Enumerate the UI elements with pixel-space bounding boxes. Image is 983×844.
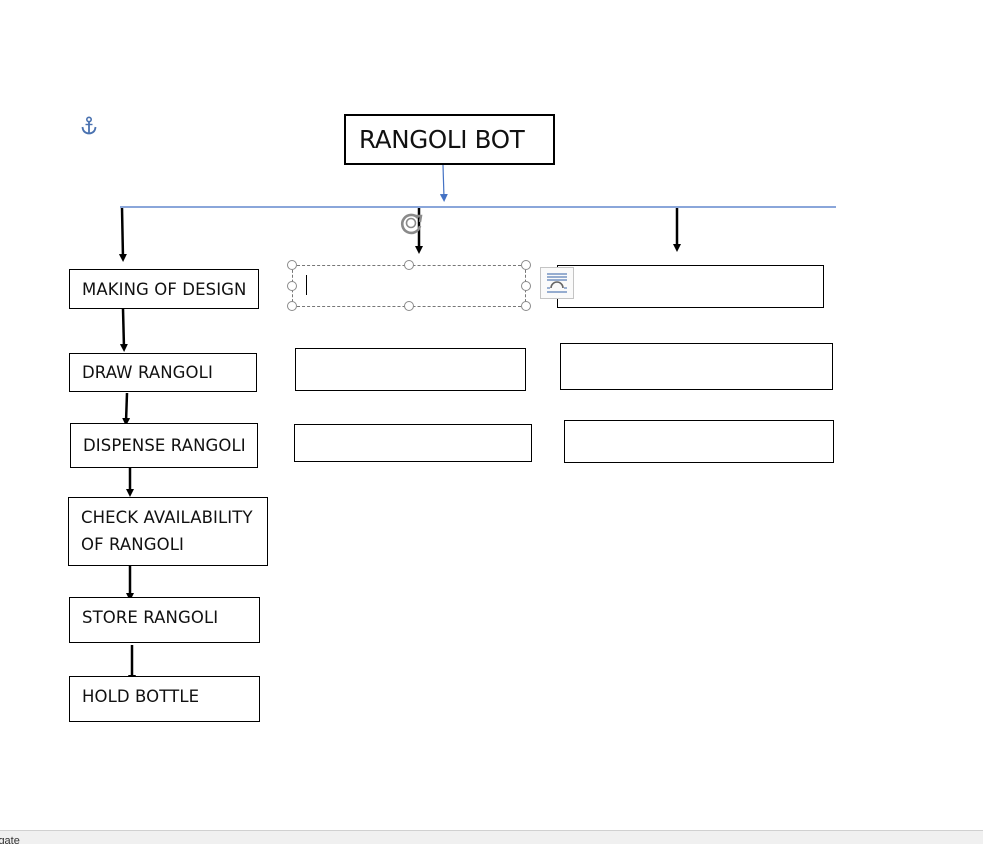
resize-handle-middle-right[interactable] <box>521 281 531 291</box>
chain-arrow-2 <box>122 392 131 426</box>
diagram-title-box[interactable]: RANGOLI BOT <box>344 114 555 165</box>
anchor-icon[interactable] <box>80 116 98 136</box>
step-label: MAKING OF DESIGN <box>82 279 247 299</box>
empty-box-right-2[interactable] <box>560 343 833 390</box>
empty-box-right-3[interactable] <box>564 420 834 463</box>
step-label: STORE RANGOLI <box>82 607 219 627</box>
status-text: igate <box>0 835 20 844</box>
title-arrow <box>439 164 448 202</box>
chain-arrow-1 <box>119 308 128 352</box>
resize-handle-bottom-middle[interactable] <box>404 301 414 311</box>
step-check-availability[interactable]: CHECK AVAILABILITY OF RANGOLI <box>68 497 268 566</box>
step-label: DISPENSE RANGOLI <box>83 436 246 455</box>
resize-handle-middle-left[interactable] <box>287 281 297 291</box>
layout-options-icon[interactable] <box>540 267 574 299</box>
empty-box-middle-3[interactable] <box>294 424 532 462</box>
resize-handle-top-middle[interactable] <box>404 260 414 270</box>
resize-handle-bottom-right[interactable] <box>521 301 531 311</box>
step-dispense-rangoli[interactable]: DISPENSE RANGOLI <box>70 423 258 468</box>
branch-arrow-left <box>118 207 127 262</box>
step-label: DRAW RANGOLI <box>82 363 213 382</box>
rotate-handle-icon[interactable] <box>396 210 428 238</box>
step-store-rangoli[interactable]: STORE RANGOLI <box>69 597 260 643</box>
text-cursor <box>306 275 307 295</box>
step-hold-bottle[interactable]: HOLD BOTTLE <box>69 676 260 722</box>
diagram-title: RANGOLI BOT <box>359 125 525 154</box>
resize-handle-top-right[interactable] <box>521 260 531 270</box>
step-label-line-2: OF RANGOLI <box>81 535 184 554</box>
step-label: HOLD BOTTLE <box>82 686 200 706</box>
step-label-line-1: CHECK AVAILABILITY <box>81 508 253 527</box>
empty-box-middle-2[interactable] <box>295 348 526 391</box>
resize-handle-bottom-left[interactable] <box>287 301 297 311</box>
resize-handle-top-left[interactable] <box>287 260 297 270</box>
step-making-of-design[interactable]: MAKING OF DESIGN <box>69 269 259 309</box>
step-draw-rangoli[interactable]: DRAW RANGOLI <box>69 353 257 392</box>
status-bar: igate <box>0 830 983 844</box>
empty-box-right-1[interactable] <box>557 265 824 308</box>
